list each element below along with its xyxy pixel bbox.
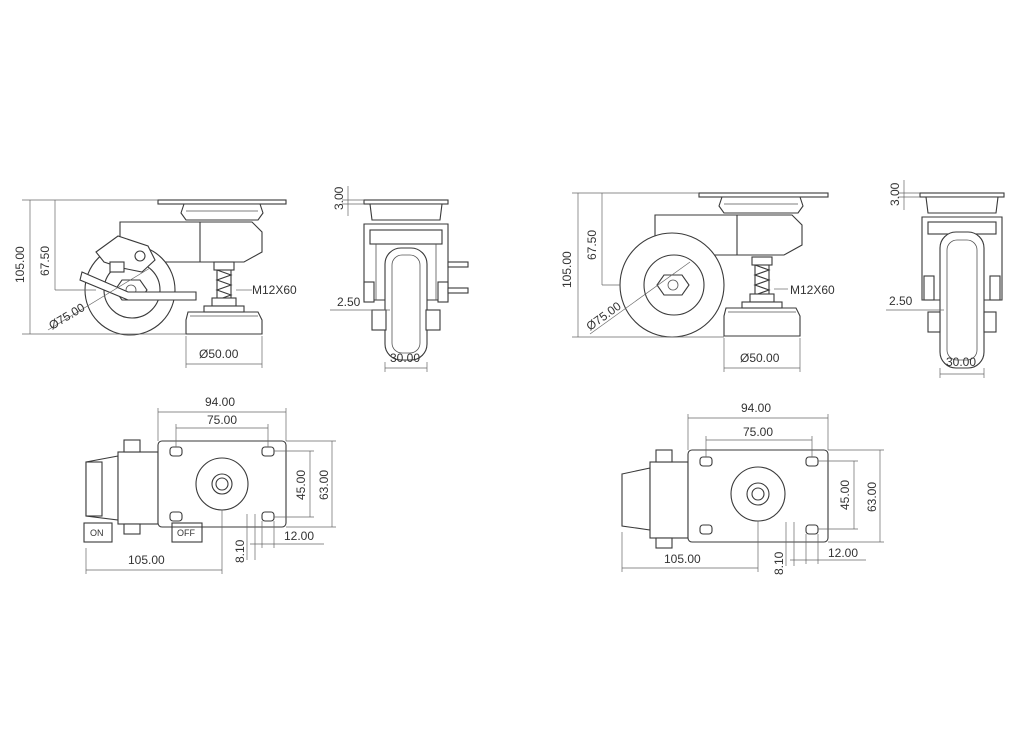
left-brake-off-label: OFF (177, 528, 195, 538)
left-dim-foot-diameter: Ø50.00 (199, 347, 239, 361)
left-foot-pad (185, 311, 263, 335)
left-threaded-stem (211, 261, 237, 307)
left-dim-height-upper: 67.50 (38, 246, 52, 276)
left-dim-slot-width: 8.10 (233, 539, 247, 563)
right-top-view: 94.00 75.00 45.00 63.00 105.00 8.10 12.0… (621, 401, 884, 575)
right-side-view: 105.00 67.50 Ø75.00 M12X60 Ø50.00 (560, 192, 835, 372)
left-top-view: ON OFF 94.00 75.00 45.00 63.00 105.00 8.… (83, 395, 336, 574)
right-dim-foot-diameter: Ø50.00 (740, 351, 780, 365)
left-dim-thread: M12X60 (252, 283, 297, 297)
left-dim-hole-spacing-y: 45.00 (294, 470, 308, 500)
left-dim-wheel-diameter: Ø75.00 (46, 300, 87, 332)
left-dim-slot-length: 12.00 (284, 529, 314, 543)
right-dim-offset: 2.50 (889, 294, 913, 308)
right-dim-height-total: 105.00 (560, 251, 574, 288)
left-dim-offset: 2.50 (337, 295, 361, 309)
right-dim-swivel-radius: 105.00 (664, 552, 701, 566)
right-front-wheel (939, 231, 985, 369)
left-front-wheel (384, 247, 428, 361)
left-dim-plate-width: 63.00 (317, 470, 331, 500)
left-dim-swivel-radius: 105.00 (128, 553, 165, 567)
right-dim-height-upper: 67.50 (585, 230, 599, 260)
left-dim-plate-thickness: 3.00 (332, 186, 346, 210)
left-dim-hole-spacing-x: 75.00 (207, 413, 237, 427)
right-dim-slot-length: 12.00 (828, 546, 858, 560)
left-dim-plate-length: 94.00 (205, 395, 235, 409)
right-dim-plate-width: 63.00 (865, 482, 879, 512)
right-dim-slot-width: 8.10 (772, 551, 786, 575)
right-dim-plate-length: 94.00 (741, 401, 771, 415)
right-dim-thread: M12X60 (790, 283, 835, 297)
left-side-view: 105.00 67.50 Ø75.00 M12X60 Ø50.00 (13, 199, 297, 368)
right-dim-hole-spacing-x: 75.00 (743, 425, 773, 439)
left-brake-on-label: ON (90, 528, 104, 538)
left-front-view: 3.00 2.50 30.00 (330, 186, 469, 372)
right-dim-hole-spacing-y: 45.00 (838, 480, 852, 510)
right-dim-wheel-diameter: Ø75.00 (584, 299, 624, 334)
right-dim-plate-thickness: 3.00 (888, 182, 902, 206)
left-dim-wheel-width: 30.00 (390, 351, 420, 365)
right-foot-pad (723, 307, 801, 337)
right-dim-wheel-width: 30.00 (946, 355, 976, 369)
right-front-view: 3.00 2.50 30.00 (886, 180, 1005, 378)
left-dim-height-total: 105.00 (13, 246, 27, 283)
right-threaded-stem (749, 256, 775, 303)
